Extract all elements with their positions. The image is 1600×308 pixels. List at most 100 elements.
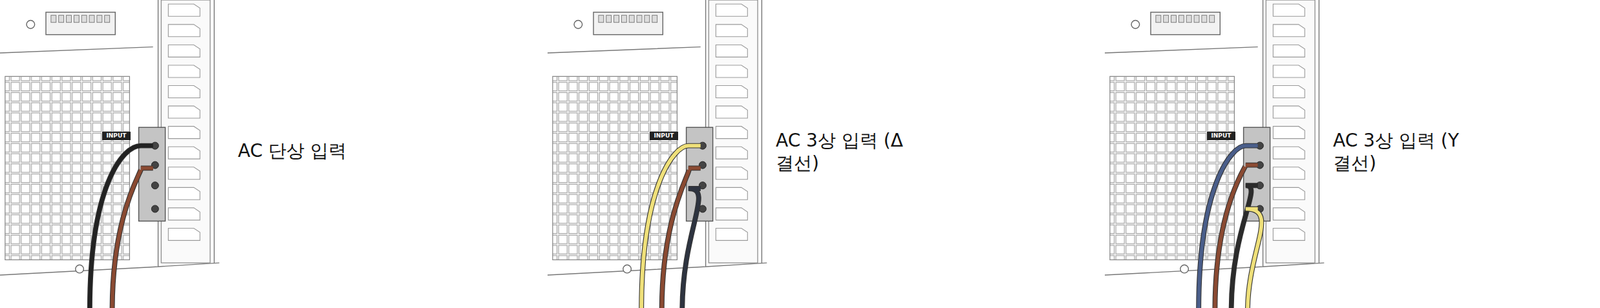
- signal-connector: [593, 12, 663, 35]
- terminal-tab: [1272, 187, 1305, 200]
- connector-pin: [621, 15, 627, 23]
- terminal-tab: [168, 3, 200, 17]
- terminal-tag: INPUT: [649, 131, 679, 141]
- connector-pin: [629, 15, 635, 23]
- terminal-tab: [1272, 106, 1305, 119]
- terminal-tab: [1272, 167, 1305, 180]
- wiring-caption: AC 단상 입력: [237, 139, 347, 163]
- connector-pin: [73, 15, 79, 23]
- terminal-screws: [151, 142, 159, 213]
- terminal-tab: [715, 187, 748, 200]
- wire: [661, 168, 701, 308]
- terminal-tab: [715, 65, 748, 78]
- terminal-tab: [168, 24, 200, 37]
- terminal-tab: [1272, 85, 1305, 99]
- mounting-hole: [623, 265, 632, 274]
- connector-pin: [598, 15, 604, 23]
- terminal-tab: [168, 208, 200, 221]
- terminal-tab: [715, 3, 748, 17]
- connector-pin: [89, 15, 95, 23]
- terminal-tab: [715, 146, 748, 160]
- terminal-tabs: [1272, 3, 1305, 241]
- connector-pin: [644, 15, 650, 23]
- terminal-tab: [715, 24, 748, 37]
- terminal-tab: [715, 167, 748, 180]
- terminal-tab: [168, 167, 200, 180]
- connector-pin: [66, 15, 72, 23]
- wiring-caption: AC 3상 입력 (Δ 결선): [775, 129, 913, 175]
- connector-pins: [1155, 15, 1215, 23]
- terminal-tab: [715, 106, 748, 119]
- mounting-hole: [574, 20, 583, 30]
- terminal-tab: [168, 106, 200, 119]
- terminal-tab: [715, 208, 748, 221]
- terminal-tab: [1272, 65, 1305, 78]
- terminal-tab: [168, 228, 200, 241]
- wiring-caption: AC 3상 입력 (Y 결선): [1333, 129, 1471, 175]
- connector-pin: [104, 15, 110, 23]
- connector-pin: [636, 15, 642, 23]
- terminal-tab: [715, 126, 748, 139]
- mounting-hole: [1180, 265, 1189, 274]
- terminal-column: [708, 0, 758, 264]
- chassis-edge: [1104, 0, 1324, 276]
- wire-outline: [682, 188, 701, 308]
- terminal-tab: [168, 187, 200, 200]
- connector-pin: [1201, 15, 1207, 23]
- vent-grid: [1109, 76, 1235, 260]
- terminal-tab: [1272, 3, 1305, 17]
- terminal-tab: [715, 44, 748, 57]
- wire-outline: [1231, 185, 1259, 308]
- input-wires: [641, 146, 701, 308]
- terminal-tab: [1272, 146, 1305, 160]
- input-terminal-block: [138, 127, 166, 222]
- wire-outline: [112, 168, 154, 308]
- power-supply-rear: [547, 0, 767, 308]
- signal-connector: [45, 12, 116, 35]
- terminal-tabs: [715, 3, 748, 241]
- mounting-hole: [1131, 20, 1140, 30]
- signal-connector: [1150, 12, 1220, 35]
- terminal-tab: [1272, 24, 1305, 37]
- terminal-tab: [1272, 44, 1305, 57]
- wire: [1231, 185, 1259, 308]
- terminal-tab: [168, 126, 200, 139]
- wire: [112, 168, 154, 308]
- connector-pin: [652, 15, 658, 23]
- connector-pin: [1186, 15, 1192, 23]
- terminal-tag: INPUT: [102, 131, 131, 141]
- connector-pin: [1194, 15, 1200, 23]
- terminal-tab: [1272, 208, 1305, 221]
- wire-outline: [89, 146, 154, 308]
- terminal-tab: [715, 228, 748, 241]
- terminal-tab: [1272, 228, 1305, 241]
- mounting-hole: [26, 20, 35, 30]
- connector-pin: [606, 15, 612, 23]
- terminal-tabs: [168, 3, 200, 241]
- input-wires: [1198, 146, 1262, 308]
- terminal-tab: [168, 85, 200, 99]
- power-supply-rear: [0, 0, 220, 308]
- wire: [641, 146, 701, 308]
- terminal-column: [1265, 0, 1315, 264]
- terminal-tab: [168, 44, 200, 57]
- connector-pin: [1155, 15, 1162, 23]
- connector-pin: [58, 15, 64, 23]
- terminal-tag: INPUT: [1206, 131, 1236, 141]
- chassis-edge: [547, 0, 767, 276]
- wire: [682, 188, 701, 308]
- input-wires: [89, 146, 154, 308]
- terminal-screws: [1256, 142, 1264, 213]
- wire-outline: [641, 146, 701, 308]
- terminal-tab: [168, 146, 200, 160]
- terminal-screw: [151, 205, 159, 213]
- terminal-screw: [151, 182, 159, 190]
- chassis-edge: [0, 0, 220, 276]
- terminal-tab: [168, 65, 200, 78]
- terminal-column: [160, 0, 211, 264]
- connector-pins: [598, 15, 658, 23]
- connector-pin: [1171, 15, 1177, 23]
- mounting-hole: [75, 265, 85, 274]
- wire: [89, 146, 154, 308]
- connector-pin: [1209, 15, 1215, 23]
